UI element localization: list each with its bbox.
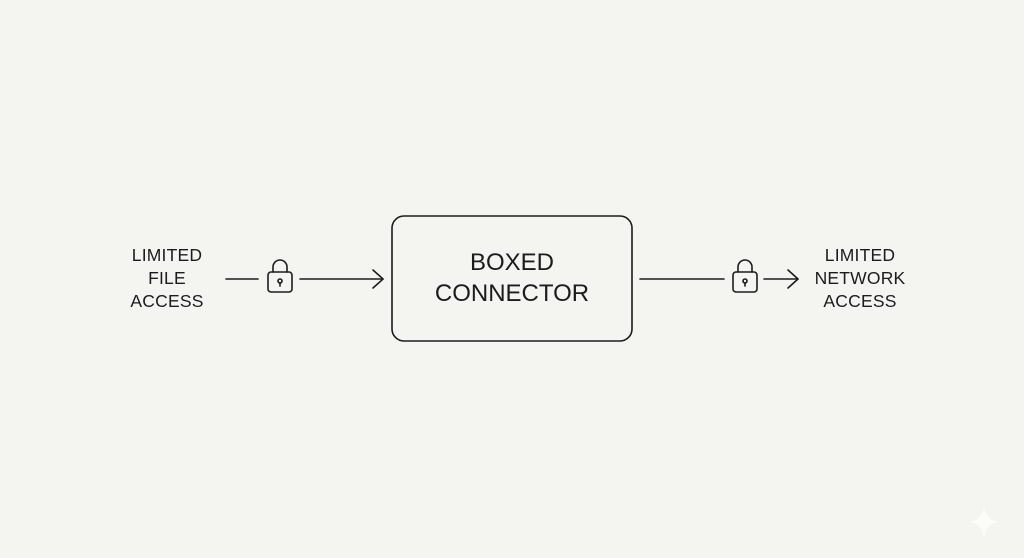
label-line: ACCESS <box>823 291 897 311</box>
arrow-right-icon <box>299 269 384 289</box>
box-label-line: CONNECTOR <box>434 280 590 307</box>
right-label: LIMITED NETWORK ACCESS <box>800 244 920 313</box>
sparkle-icon <box>969 506 999 538</box>
left-label: LIMITED FILE ACCESS <box>107 244 227 313</box>
boxed-connector-box <box>391 215 633 342</box>
box-label-line: BOXED <box>469 249 555 276</box>
label-line: NETWORK <box>814 268 906 288</box>
label-line: LIMITED <box>824 245 896 265</box>
lock-icon <box>732 259 758 293</box>
box-label: BOXED CONNECTOR <box>392 247 632 309</box>
label-line: FILE <box>148 268 186 288</box>
label-line: ACCESS <box>130 291 204 311</box>
arrow-right-icon <box>763 269 799 289</box>
lock-icon <box>267 259 293 293</box>
label-line: LIMITED <box>131 245 203 265</box>
